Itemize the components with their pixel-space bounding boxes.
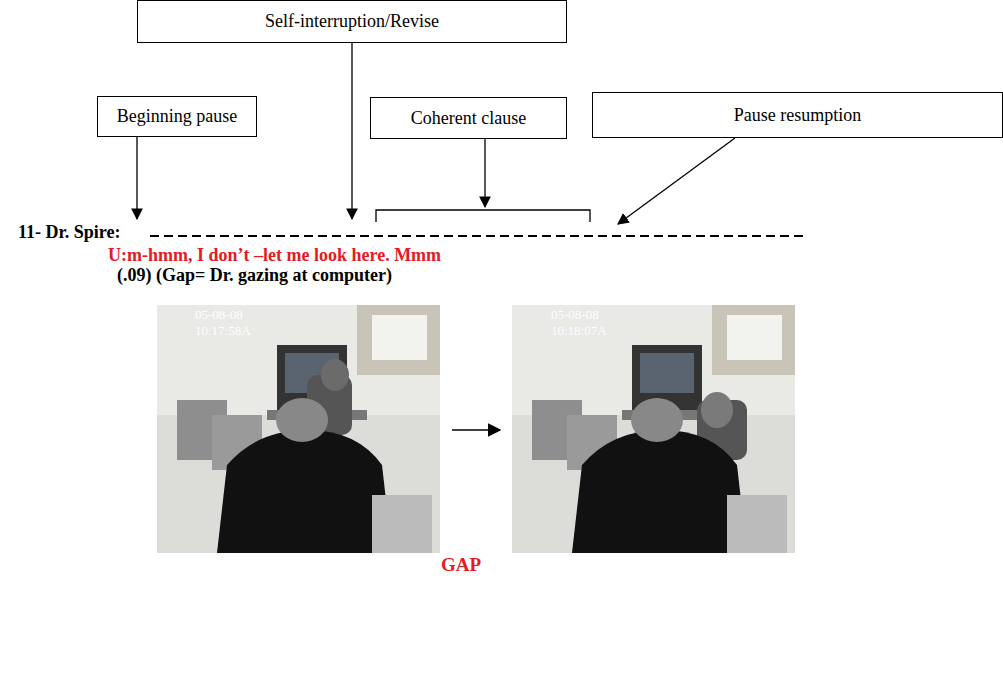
annotation-box: Pause resumption — [592, 92, 1003, 138]
box-label: Beginning pause — [117, 106, 237, 127]
annotation-box: Beginning pause — [97, 96, 257, 137]
speaker-line: 11- Dr. Spire: — [18, 222, 121, 243]
dashed-line — [150, 235, 806, 237]
leader-arrow — [136, 137, 137, 219]
timestamp: 05-08-08 — [195, 307, 243, 323]
utterance: U:m-hmm, I don’t –let me look here. Mmm — [108, 245, 441, 266]
box-label: Coherent clause — [411, 108, 526, 129]
timestamp: 10:17:58A — [195, 323, 251, 339]
timestamp: 05-08-08 — [551, 307, 599, 323]
leader-arrow — [484, 139, 485, 207]
gap-note: (.09) (Gap= Dr. gazing at computer) — [117, 265, 392, 286]
annotation-box: Coherent clause — [370, 97, 567, 139]
sequence-arrow — [452, 429, 500, 431]
video-frame — [157, 305, 440, 553]
box-label: Self-interruption/Revise — [265, 11, 439, 32]
video-frame — [512, 305, 795, 553]
box-label: Pause resumption — [734, 105, 862, 126]
gap-label: GAP — [441, 554, 481, 576]
annotation-box: Self-interruption/Revise — [137, 0, 567, 43]
leader-arrow — [351, 43, 352, 219]
timestamp: 10:18:07A — [551, 323, 607, 339]
bracket — [376, 210, 590, 222]
leader-arrow — [618, 138, 735, 224]
